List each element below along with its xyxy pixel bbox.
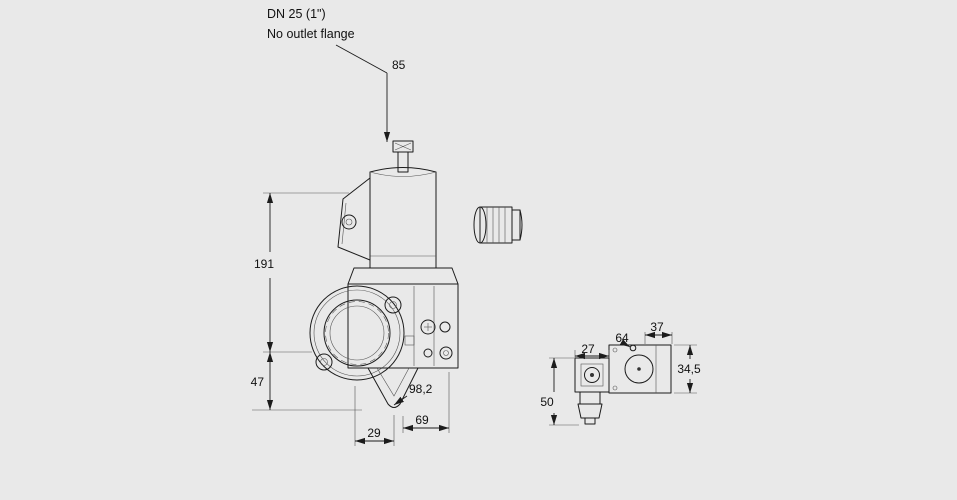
dimension-98-2: 98,2 [393,382,433,406]
dimension-191-label: 191 [254,257,274,271]
dimension-27-label: 27 [581,342,595,356]
dimension-37: 37 [644,320,673,344]
inlet-flange [309,285,405,381]
side-view-body [608,344,672,394]
dimension-47: 47 [251,352,362,411]
dimension-69-label: 69 [415,413,429,427]
dimension-64-label: 64 [615,331,629,345]
variant-note-label: No outlet flange [267,27,355,41]
side-view-cable-gland [577,391,603,425]
callout: DN 25 (1") No outlet flange [267,7,388,74]
dimension-50-label: 50 [540,395,554,409]
solenoid-side-view: 27 64 37 34,5 50 [540,320,701,426]
dimension-50: 50 [540,357,579,426]
side-view-connector [574,357,610,393]
dimension-191: 191 [254,192,349,353]
dimension-29-label: 29 [367,426,381,440]
dimension-85-label: 85 [392,58,406,72]
dimension-98-2-label: 98,2 [409,382,433,396]
valve-body [347,267,459,369]
callout-leader-line [335,44,388,74]
top-cap [392,140,414,173]
pipe-fitting [473,206,523,244]
dimension-37-label: 37 [650,320,664,334]
product-size-label: DN 25 (1") [267,7,326,21]
dimension-64: 64 [615,331,631,348]
dimension-47-label: 47 [251,375,265,389]
dimension-34-5-label: 34,5 [677,362,701,376]
dimension-34-5: 34,5 [674,344,701,394]
mounting-bracket [337,177,371,261]
dimension-69: 69 [402,372,450,433]
solenoid-actuator [369,167,437,269]
dimension-27: 27 [574,342,610,360]
dimension-29: 29 [354,386,395,446]
valve-front-view: 85 191 47 98,2 29 69 [251,58,523,446]
dimension-85: 85 [383,58,406,142]
